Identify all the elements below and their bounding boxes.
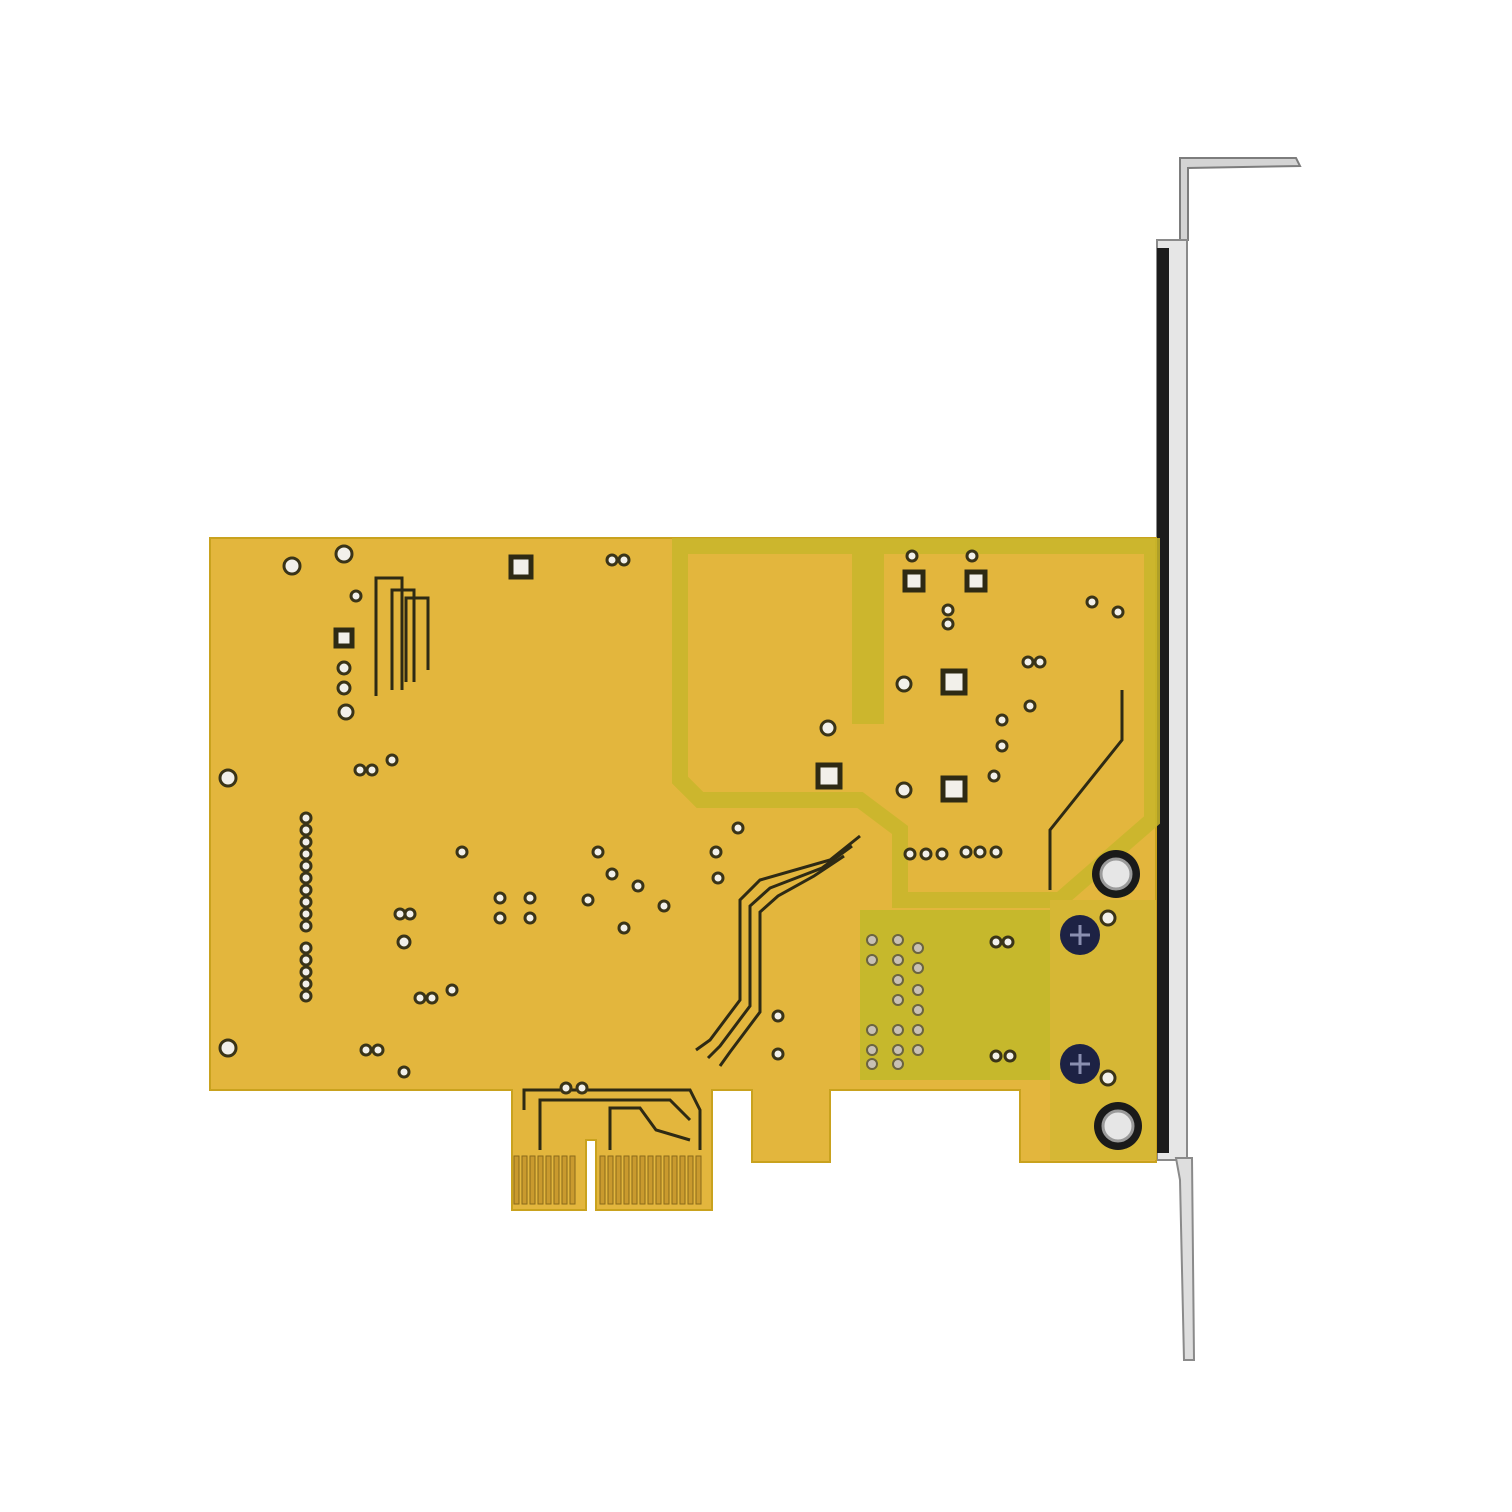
via-column — [299, 811, 313, 1003]
bracket-top-tab — [1179, 157, 1302, 241]
pcie-gold-fingers — [513, 1155, 702, 1205]
bracket-bottom-tab — [1174, 1157, 1196, 1361]
lan-pin-grid — [866, 934, 924, 1070]
square-pads — [333, 554, 988, 803]
trace-group — [374, 576, 1124, 1150]
bracket-screws — [1092, 850, 1142, 1150]
bracket-shadow-edge — [1157, 248, 1169, 1153]
mounting-bracket — [1156, 157, 1302, 1361]
vias — [218, 544, 1125, 1095]
copper-plane-lan — [860, 910, 1070, 1080]
copper-plane-bracket — [1050, 900, 1156, 1160]
lan-jack-posts — [1060, 909, 1117, 1087]
